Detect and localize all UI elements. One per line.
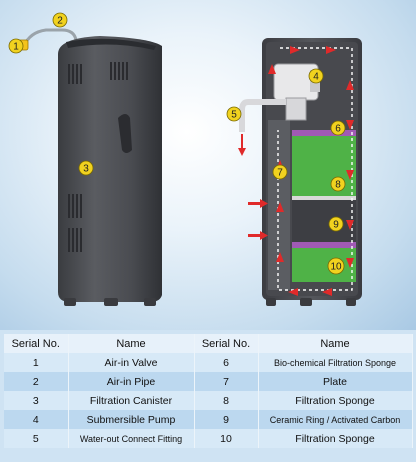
table-header: Serial No. Name Serial No. Name [4, 334, 413, 353]
bottom-vents [68, 194, 82, 252]
filtration-sponge-lower [292, 248, 356, 282]
name-cell: Bio-chemical Filtration Sponge [258, 353, 413, 372]
name-cell: Filtration Sponge [258, 429, 413, 448]
name-cell: Air-in Valve [68, 353, 195, 372]
callout-3: 3 [78, 160, 94, 176]
serial-cell: 7 [194, 372, 259, 391]
bio-sponge [292, 130, 356, 136]
table-row: 3 Filtration Canister 8 Filtration Spong… [4, 391, 413, 410]
svg-text:2: 2 [57, 16, 63, 27]
serial-cell: 3 [4, 391, 69, 410]
header-serial-1: Serial No. [4, 334, 69, 353]
ceramic-carbon-layer [292, 200, 356, 242]
serial-cell: 9 [194, 410, 259, 429]
name-cell: Plate [258, 372, 413, 391]
parts-table: Serial No. Name Serial No. Name 1 Air-in… [4, 334, 413, 448]
callout-4: 4 [308, 68, 324, 84]
svg-text:7: 7 [277, 168, 283, 179]
inlet-arrows [248, 199, 268, 240]
svg-text:3: 3 [83, 164, 89, 175]
callout-10: 10 [327, 257, 345, 275]
canister-body [58, 36, 162, 302]
table-row: 1 Air-in Valve 6 Bio-chemical Filtration… [4, 353, 413, 372]
callout-1: 1 [8, 38, 24, 54]
header-name-2: Name [258, 334, 413, 353]
table-row: 4 Submersible Pump 9 Ceramic Ring / Acti… [4, 410, 413, 429]
water-out-fitting [239, 99, 286, 132]
callout-7: 7 [272, 164, 288, 180]
serial-cell: 10 [194, 429, 259, 448]
serial-cell: 1 [4, 353, 69, 372]
serial-cell: 2 [4, 372, 69, 391]
table-row: 5 Water-out Connect Fitting 10 Filtratio… [4, 429, 413, 448]
svg-text:6: 6 [335, 124, 341, 135]
filter-diagram: 1 2 3 4 5 6 7 8 9 10 [8, 12, 362, 306]
svg-text:4: 4 [313, 72, 319, 83]
serial-cell: 6 [194, 353, 259, 372]
name-cell: Air-in Pipe [68, 372, 195, 391]
serial-cell: 4 [4, 410, 69, 429]
name-cell: Ceramic Ring / Activated Carbon [258, 410, 413, 429]
cutaway-canister [238, 38, 362, 306]
name-cell: Filtration Canister [68, 391, 195, 410]
table-row: 2 Air-in Pipe 7 Plate [4, 372, 413, 391]
top-vents [68, 62, 128, 84]
callout-8: 8 [330, 176, 346, 192]
name-cell: Water-out Connect Fitting [68, 429, 195, 448]
header-name-1: Name [68, 334, 195, 353]
callout-9: 9 [328, 216, 344, 232]
serial-cell: 8 [194, 391, 259, 410]
callout-2: 2 [52, 12, 68, 28]
svg-text:10: 10 [330, 262, 342, 273]
name-cell: Filtration Sponge [258, 391, 413, 410]
svg-text:8: 8 [335, 180, 341, 191]
svg-text:1: 1 [13, 42, 19, 53]
serial-cell: 5 [4, 429, 69, 448]
air-in-pipe [22, 28, 78, 47]
svg-text:9: 9 [333, 220, 339, 231]
callout-5: 5 [226, 106, 242, 122]
filtration-sponge-upper [292, 136, 356, 196]
header-serial-2: Serial No. [194, 334, 259, 353]
callout-6: 6 [330, 120, 346, 136]
name-cell: Submersible Pump [68, 410, 195, 429]
svg-text:5: 5 [231, 110, 237, 121]
flow-arrows [268, 46, 354, 296]
